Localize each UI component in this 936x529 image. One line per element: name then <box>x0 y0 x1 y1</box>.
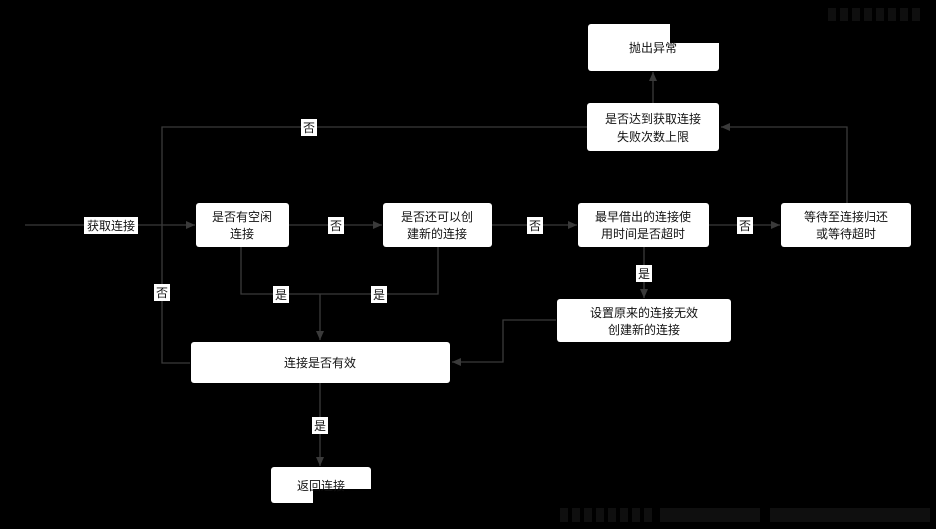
node-label: 设置原来的连接无效 <box>590 305 698 320</box>
node-label: 返回连接 <box>297 478 345 493</box>
node-label: 等待至连接归还 <box>804 209 888 224</box>
node-label: 用时间是否超时 <box>601 226 685 241</box>
node-reached-limit: 是否达到获取连接 失败次数上限 <box>587 103 719 151</box>
node-is-valid: 连接是否有效 <box>191 342 450 383</box>
label-entry: 获取连接 <box>84 217 138 234</box>
node-label: 是否还可以创 <box>401 210 473 224</box>
node-wait-return: 等待至连接归还 或等待超时 <box>781 203 911 247</box>
node-label: 或等待超时 <box>816 226 876 241</box>
svg-text:否: 否 <box>303 121 315 135</box>
node-earliest-timeout: 最早借出的连接使 用时间是否超时 <box>578 203 709 247</box>
label-yes-create: 是 <box>371 286 387 303</box>
svg-text:否: 否 <box>330 219 342 233</box>
label-no-limit: 否 <box>301 119 317 136</box>
node-label: 失败次数上限 <box>617 129 689 144</box>
svg-text:否: 否 <box>156 286 168 300</box>
label-no-timeout: 否 <box>737 217 753 234</box>
node-label: 连接是否有效 <box>284 355 356 370</box>
svg-text:获取连接: 获取连接 <box>87 218 135 233</box>
label-no-idle: 否 <box>328 217 344 234</box>
svg-text:是: 是 <box>373 288 385 302</box>
node-label: 抛出异常 <box>629 40 677 55</box>
svg-text:否: 否 <box>739 219 751 233</box>
node-has-idle: 是否有空闲 连接 <box>196 203 289 247</box>
connectors <box>25 72 848 466</box>
edge-idle-yes <box>240 247 439 295</box>
label-yes-idle: 是 <box>273 286 289 303</box>
node-invalidate-create: 设置原来的连接无效 创建新的连接 <box>557 299 731 342</box>
label-yes-valid: 是 <box>312 417 328 434</box>
node-label: 最早借出的连接使 <box>595 209 691 224</box>
edge-wait-up <box>721 123 848 203</box>
watermark <box>560 8 930 522</box>
label-no-left: 否 <box>154 284 170 301</box>
node-throw-exception: 抛出异常 <box>588 24 719 71</box>
node-label: 是否有空闲 <box>212 210 272 224</box>
node-label: 创建新的连接 <box>608 322 680 337</box>
node-return-conn: 返回连接 <box>271 467 371 503</box>
label-no-create: 否 <box>527 217 543 234</box>
svg-text:是: 是 <box>638 267 650 281</box>
node-can-create: 是否还可以创 建新的连接 <box>383 203 492 247</box>
edge-limit-no <box>161 126 587 364</box>
edge-labels: 获取连接 否 否 否 否 否 是 是 <box>84 119 753 434</box>
node-label: 建新的连接 <box>407 226 467 241</box>
label-yes-timeout: 是 <box>636 265 652 282</box>
svg-text:否: 否 <box>529 219 541 233</box>
svg-text:是: 是 <box>275 288 287 302</box>
svg-text:是: 是 <box>314 419 326 433</box>
node-label: 连接 <box>230 226 254 241</box>
edge-invalidate <box>452 319 556 366</box>
node-label: 是否达到获取连接 <box>605 111 701 126</box>
